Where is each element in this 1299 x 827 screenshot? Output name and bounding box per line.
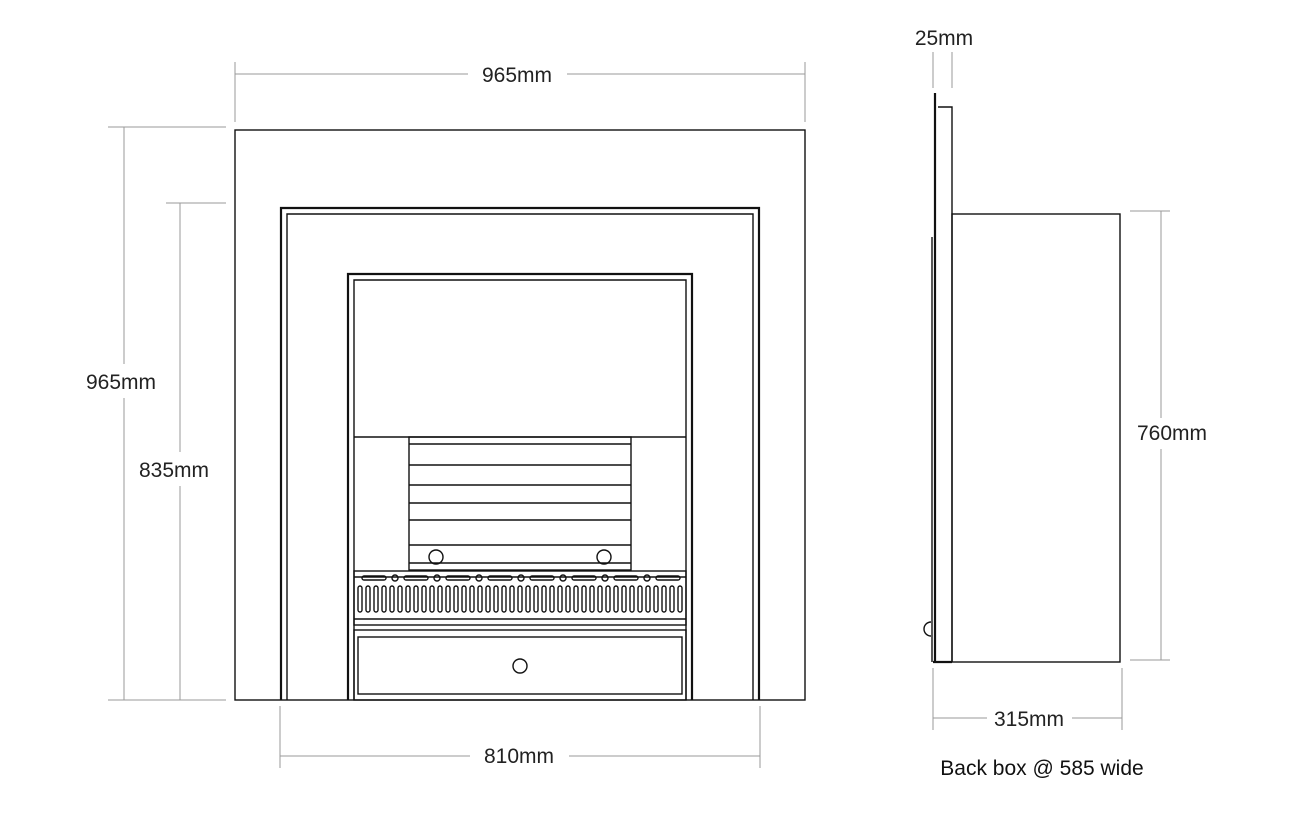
fret-vertical-slot <box>389 585 395 613</box>
fret-dot <box>559 574 567 582</box>
fret-vertical-slot <box>645 585 651 613</box>
side-fascia <box>938 106 953 662</box>
fret-slot <box>361 575 387 581</box>
fret-slot <box>403 575 429 581</box>
fret-vertical-slot <box>669 585 675 613</box>
fret-vertical-slot <box>605 585 611 613</box>
fret-vertical-slot <box>549 585 555 613</box>
fret-vertical-slot <box>397 585 403 613</box>
fret-vertical-slot <box>485 585 491 613</box>
grate-knob-left <box>428 549 444 565</box>
front-width-label: 965mm <box>482 64 552 87</box>
dim-inner-height: 835mm <box>139 202 226 701</box>
fret-vertical-slot <box>581 585 587 613</box>
fret-vertical-slot <box>597 585 603 613</box>
fret-slot <box>571 575 597 581</box>
fret-dot <box>391 574 399 582</box>
dim-front-width: 965mm <box>234 62 806 122</box>
inner-width-label: 810mm <box>484 745 554 768</box>
dim-front-height: 965mm <box>86 126 226 701</box>
fret-vertical-slot <box>373 585 379 613</box>
fret-slot <box>529 575 555 581</box>
opening-frame-outer-edge <box>346 272 694 700</box>
fret-dot <box>475 574 483 582</box>
fret-vertical-slot <box>493 585 499 613</box>
fret-vertical-slot <box>589 585 595 613</box>
fret-vertical-slot <box>653 585 659 613</box>
fret-vertical-slot <box>453 585 459 613</box>
side-plate-label: 25mm <box>915 27 973 50</box>
back-box-depth-label: 315mm <box>994 708 1064 731</box>
side-knob <box>923 621 932 637</box>
fret-vertical-slots <box>357 585 683 613</box>
fret-vertical-slot <box>557 585 563 613</box>
fret-dot <box>517 574 525 582</box>
fret-slot <box>445 575 471 581</box>
fret-vertical-slot <box>405 585 411 613</box>
fret-vertical-slot <box>381 585 387 613</box>
fret-vertical-slot <box>469 585 475 613</box>
fret-vertical-slot <box>421 585 427 613</box>
fret-vertical-slot <box>573 585 579 613</box>
dim-inner-width: 810mm <box>279 706 761 768</box>
inner-frame-outer-edge <box>279 206 761 700</box>
fret-vertical-slot <box>621 585 627 613</box>
fret-vertical-slot <box>517 585 523 613</box>
fret-vertical-slot <box>437 585 443 613</box>
fret-vertical-slot <box>365 585 371 613</box>
fret-vertical-slot <box>525 585 531 613</box>
fret-vertical-slot <box>509 585 515 613</box>
opening-frame-inner-edge <box>353 279 687 700</box>
ash-pan-knob <box>512 658 528 674</box>
fret-slot <box>613 575 639 581</box>
fret-vertical-slot <box>429 585 435 613</box>
fret-dot <box>601 574 609 582</box>
front-height-label: 965mm <box>86 371 156 394</box>
fret-slot <box>487 575 513 581</box>
fret-vertical-slot <box>445 585 451 613</box>
fret-dot <box>433 574 441 582</box>
inner-height-label: 835mm <box>139 459 209 482</box>
ash-pan-inner <box>357 636 683 695</box>
inner-frame-inner-edge <box>286 213 754 700</box>
fret-top-slots <box>361 574 681 582</box>
dim-back-box-depth: 315mm <box>932 668 1123 731</box>
grate-knob-right <box>596 549 612 565</box>
fret-vertical-slot <box>501 585 507 613</box>
fret-vertical-slot <box>461 585 467 613</box>
fret-vertical-slot <box>357 585 363 613</box>
side-view <box>923 93 1121 664</box>
back-box-note: Back box @ 585 wide <box>940 757 1143 780</box>
fret-vertical-slot <box>661 585 667 613</box>
ash-pan-outer <box>353 629 687 701</box>
front-view <box>234 129 806 701</box>
grate-bars <box>409 443 631 564</box>
fret-dot <box>643 574 651 582</box>
dim-side-plate: 25mm <box>915 27 973 88</box>
dim-back-box-height: 760mm <box>1130 210 1207 661</box>
back-box-height-label: 760mm <box>1137 422 1207 445</box>
fret-vertical-slot <box>677 585 683 613</box>
fret-vertical-slot <box>629 585 635 613</box>
fret-vertical-slot <box>477 585 483 613</box>
fret-vertical-slot <box>541 585 547 613</box>
fret-vertical-slot <box>413 585 419 613</box>
fret-vertical-slot <box>533 585 539 613</box>
fret-vertical-slot <box>637 585 643 613</box>
decorative-fret <box>353 570 687 626</box>
fret-vertical-slot <box>565 585 571 613</box>
side-back-box <box>951 213 1121 663</box>
fret-vertical-slot <box>613 585 619 613</box>
fret-slot <box>655 575 681 581</box>
front-outer-surround <box>234 129 806 701</box>
